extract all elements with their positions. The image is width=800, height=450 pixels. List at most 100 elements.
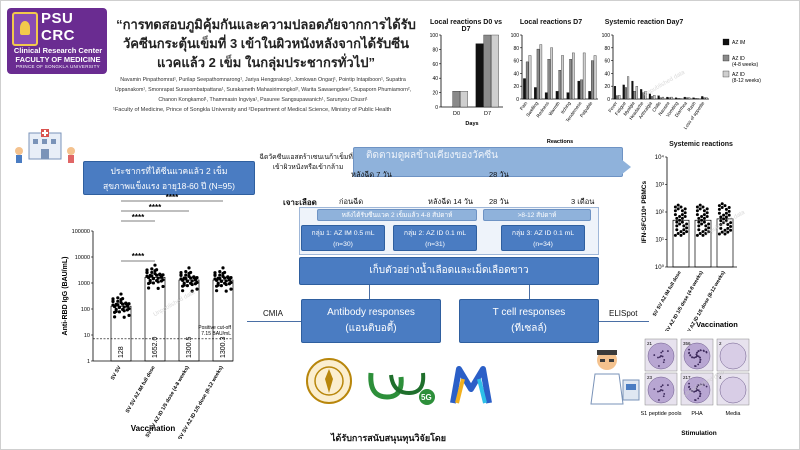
data-point (229, 287, 233, 291)
y-tick-label: 40 (432, 76, 438, 82)
spot (662, 395, 665, 398)
timepoint-3m: 3 เดือน (571, 197, 595, 206)
university-seal-icon (306, 358, 352, 404)
data-point (724, 219, 728, 223)
data-point (158, 273, 162, 277)
data-point (224, 289, 228, 293)
well-label: S1 peptide pools (641, 411, 682, 417)
y-axis-label: Anti-RBD IgG (BAU/mL) (62, 257, 69, 336)
tcell-box: T cell responses (ทีเซลล์) (459, 299, 599, 343)
data-point (116, 299, 120, 303)
data-point (683, 211, 687, 215)
spot (699, 349, 702, 352)
data-point (698, 203, 702, 207)
bar (653, 95, 656, 100)
data-point (726, 223, 730, 227)
bar (679, 98, 682, 100)
spot (667, 350, 669, 352)
bar (561, 55, 564, 100)
y-tick-label: 100000 (72, 229, 90, 235)
data-point (680, 220, 684, 224)
spot (661, 355, 664, 358)
well-count: 356 (683, 341, 691, 346)
chart-local-d7-title-wrap: Local reactions D7 (511, 19, 591, 26)
data-point (675, 220, 679, 224)
spot (702, 349, 705, 352)
data-point (221, 271, 225, 276)
spot (697, 384, 700, 386)
spot (699, 361, 702, 363)
chart-title: Local reactions D7 (519, 19, 583, 26)
data-point (153, 272, 157, 276)
y-tick-label: 10 (84, 333, 90, 339)
elispot-label: ELISpot (609, 309, 638, 318)
data-point (216, 283, 220, 287)
y-tick-label: 10² (655, 210, 664, 216)
after-812-header: >8-12 สัปดาห์ (483, 209, 591, 221)
data-point (122, 315, 126, 319)
data-point (682, 228, 686, 232)
well-count: 23 (647, 375, 653, 380)
spot (699, 356, 701, 359)
data-point (190, 289, 194, 293)
well-label: PHA (691, 411, 703, 417)
bar (696, 98, 699, 100)
gmt-label: 1652.0 (152, 336, 159, 358)
x-tick-label: D7 (484, 111, 491, 117)
data-point (219, 284, 223, 288)
cmia-label: CMIA (263, 309, 283, 318)
bar (544, 92, 548, 100)
bar (539, 44, 543, 100)
spot (653, 354, 656, 356)
chart-title: Local reactions D0 vs D7 (430, 19, 502, 33)
data-point (702, 220, 706, 224)
data-point (707, 222, 711, 226)
data-point (729, 224, 733, 228)
data-point (113, 315, 117, 319)
data-point (156, 286, 160, 290)
data-point (151, 281, 155, 285)
y-tick-label: 20 (604, 84, 610, 90)
data-point (724, 211, 728, 215)
data-point (700, 214, 704, 218)
x-tick-label: Warmth (548, 100, 561, 116)
poster-title: “การทดสอบภูมิคุ้มกันและความปลอดภัยจากการ… (116, 17, 416, 70)
cutoff-label: 7.15 BAU/mL (201, 331, 231, 337)
data-point (717, 204, 721, 208)
group1-box: กลุ่ม 1: AZ IM 0.5 mL (n=30) (301, 225, 385, 251)
bar (627, 76, 630, 100)
bar (666, 96, 669, 100)
data-point (720, 230, 724, 234)
data-point (113, 304, 117, 309)
data-point (707, 230, 711, 234)
data-point (717, 232, 721, 236)
data-point (682, 231, 686, 235)
gmt-label: 128 (118, 346, 125, 358)
mean-bar (694, 219, 712, 268)
bar (460, 91, 468, 108)
legend-label: AZ ID (732, 72, 745, 78)
spot (689, 354, 692, 357)
followup-text: ติดตามดูผลข้างเคียงของวัคซีน (366, 150, 499, 161)
data-point (695, 213, 699, 217)
bar (580, 79, 583, 100)
x-axis-label: Vaccination (131, 424, 176, 433)
data-point (192, 275, 196, 280)
spot (661, 389, 664, 392)
logo-abbrev: PSU CRC (41, 10, 75, 44)
spot (691, 390, 693, 392)
spot (694, 390, 697, 393)
data-point (724, 207, 728, 211)
y-tick-label: 100 (430, 33, 439, 39)
data-point (676, 231, 680, 235)
legend-swatch (722, 70, 730, 78)
bar (591, 60, 594, 100)
data-point (702, 213, 706, 217)
gmt-label: 1300.3 (220, 336, 227, 358)
data-point (719, 215, 723, 219)
followup-banner: ติดตามดูผลข้างเคียงของวัคซีน (353, 147, 623, 177)
spot (705, 385, 708, 388)
data-point (720, 202, 724, 206)
bar (550, 47, 553, 100)
bar (534, 87, 537, 100)
